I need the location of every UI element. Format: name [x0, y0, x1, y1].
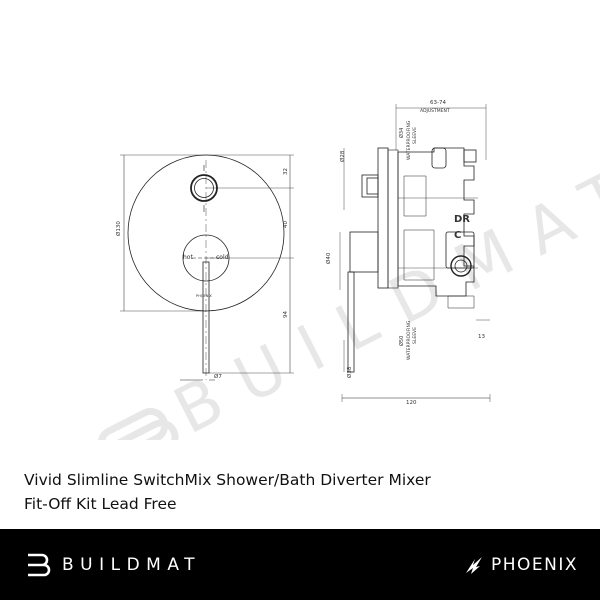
- dim-sleeve-34-note: WATERPROOFING: [406, 120, 412, 160]
- product-title-line-1: Vivid Slimline SwitchMix Shower/Bath Div…: [24, 471, 431, 489]
- dim-adj-range: 63-74: [430, 100, 446, 106]
- lever-hub: [349, 231, 379, 273]
- dim-94: 94: [283, 311, 289, 318]
- dim-d28: Ø28: [339, 150, 346, 162]
- buildmat-logo-icon: [28, 553, 51, 577]
- dim-d38: Ø38: [346, 366, 353, 378]
- dim-sleeve-50-note2: SLEEVE: [412, 327, 418, 344]
- dim-d130: Ø130: [115, 221, 122, 236]
- brand-mark: PHOENIX: [196, 294, 212, 298]
- side-lever: [347, 271, 355, 373]
- dim-120: 120: [406, 400, 417, 406]
- dim-sleeve-50-note: WATERPROOFING: [406, 320, 412, 360]
- dim-32: 32: [283, 168, 289, 175]
- buildmat-wordmark: BUILDMAT: [62, 555, 202, 575]
- dim-d7: Ø7: [214, 373, 222, 380]
- phoenix-logo-icon: [465, 557, 482, 574]
- valve-port: [450, 255, 472, 277]
- side-labels: 63-74 ADJUSTMENT Ø34 WATERPROOFING SLEEV…: [325, 100, 485, 406]
- dim-40: 40: [283, 221, 289, 228]
- dim-adjustment: ADJUSTMENT: [420, 108, 450, 114]
- diverter-cap: [366, 177, 379, 195]
- dim-d40-side: Ø40: [325, 252, 332, 264]
- dim-sleeve-34-note2: SLEEVE: [412, 127, 418, 144]
- label-cold: cold: [216, 254, 229, 261]
- technical-drawing: BUILDMAT Ø130 32 40 94 Ø7 hot cold PHOEN…: [97, 100, 600, 440]
- product-title-line-2: Fit-Off Kit Lead Free: [24, 495, 177, 513]
- dim-sleeve-34: Ø34: [398, 128, 405, 138]
- phoenix-wordmark: PHOENIX: [490, 555, 578, 575]
- phoenix-logo: PHOENIX: [463, 552, 578, 578]
- front-labels: Ø130 32 40 94 Ø7 hot cold PHOENIX: [115, 168, 289, 380]
- front-view: [120, 154, 294, 381]
- dim-13: 13: [478, 334, 485, 340]
- footer-bar: BUILDMAT PHOENIX: [0, 529, 600, 600]
- dim-sleeve-50: Ø50: [398, 336, 405, 346]
- watermark-logo-icon: [97, 407, 179, 440]
- side-plate: [377, 147, 389, 289]
- product-title: Vivid Slimline SwitchMix Shower/Bath Div…: [24, 468, 584, 516]
- side-view: [339, 104, 491, 402]
- label-hot: hot: [183, 254, 193, 261]
- buildmat-logo: BUILDMAT: [24, 552, 201, 578]
- label-c: C: [454, 230, 461, 241]
- label-dr: DR: [454, 214, 470, 225]
- watermark-text: BUILDMAT: [163, 147, 600, 440]
